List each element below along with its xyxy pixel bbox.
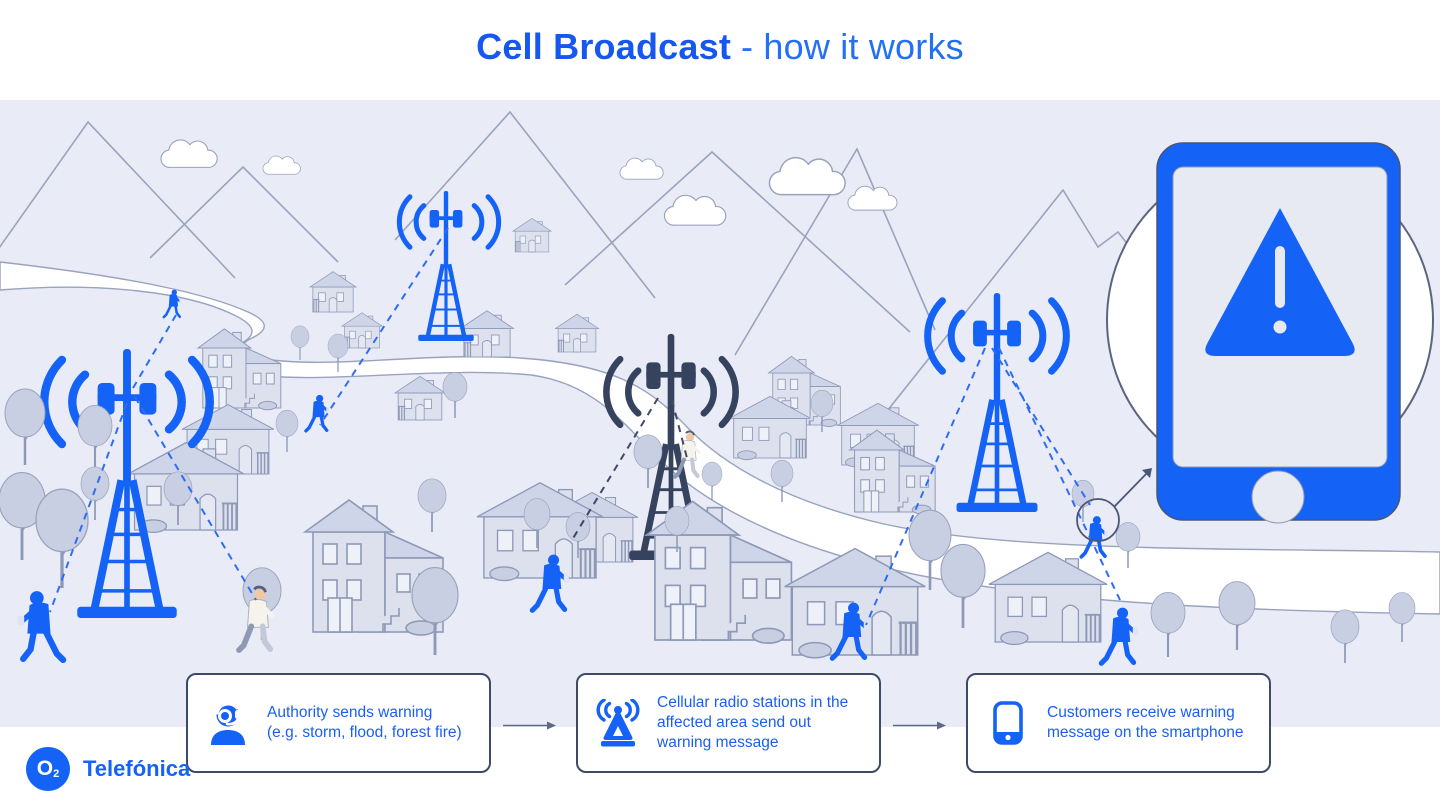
broadcast-antenna-icon xyxy=(596,699,640,747)
title-bold: Cell Broadcast xyxy=(476,26,732,67)
flow-arrow xyxy=(503,721,556,730)
title-regular: - how it works xyxy=(741,26,964,67)
flow-arrow xyxy=(893,721,946,730)
home-button xyxy=(1251,470,1305,524)
o2-logo-sub: 2 xyxy=(53,767,60,780)
step-customers: Customers receive warning message on the… xyxy=(966,673,1271,773)
warning-phone-callout xyxy=(1106,142,1434,524)
step-radio-stations-label: Cellular radio stations in the affected … xyxy=(657,693,849,752)
broadcast-links xyxy=(49,227,1121,626)
step-authority: Authority sends warning (e.g. storm, flo… xyxy=(186,673,491,773)
support-agent-icon xyxy=(211,702,245,745)
page-title: Cell Broadcast- how it works xyxy=(0,26,1440,68)
step-authority-label: Authority sends warning (e.g. storm, flo… xyxy=(267,703,462,741)
step-radio-stations: Cellular radio stations in the affected … xyxy=(576,673,881,773)
brand-name: Telefónica xyxy=(83,756,191,781)
magnifier-callout xyxy=(1076,468,1152,542)
step-customers-label: Customers receive warning message on the… xyxy=(1047,703,1244,741)
smartphone-icon xyxy=(993,701,1023,745)
o2-logo-letter: O xyxy=(36,757,54,780)
